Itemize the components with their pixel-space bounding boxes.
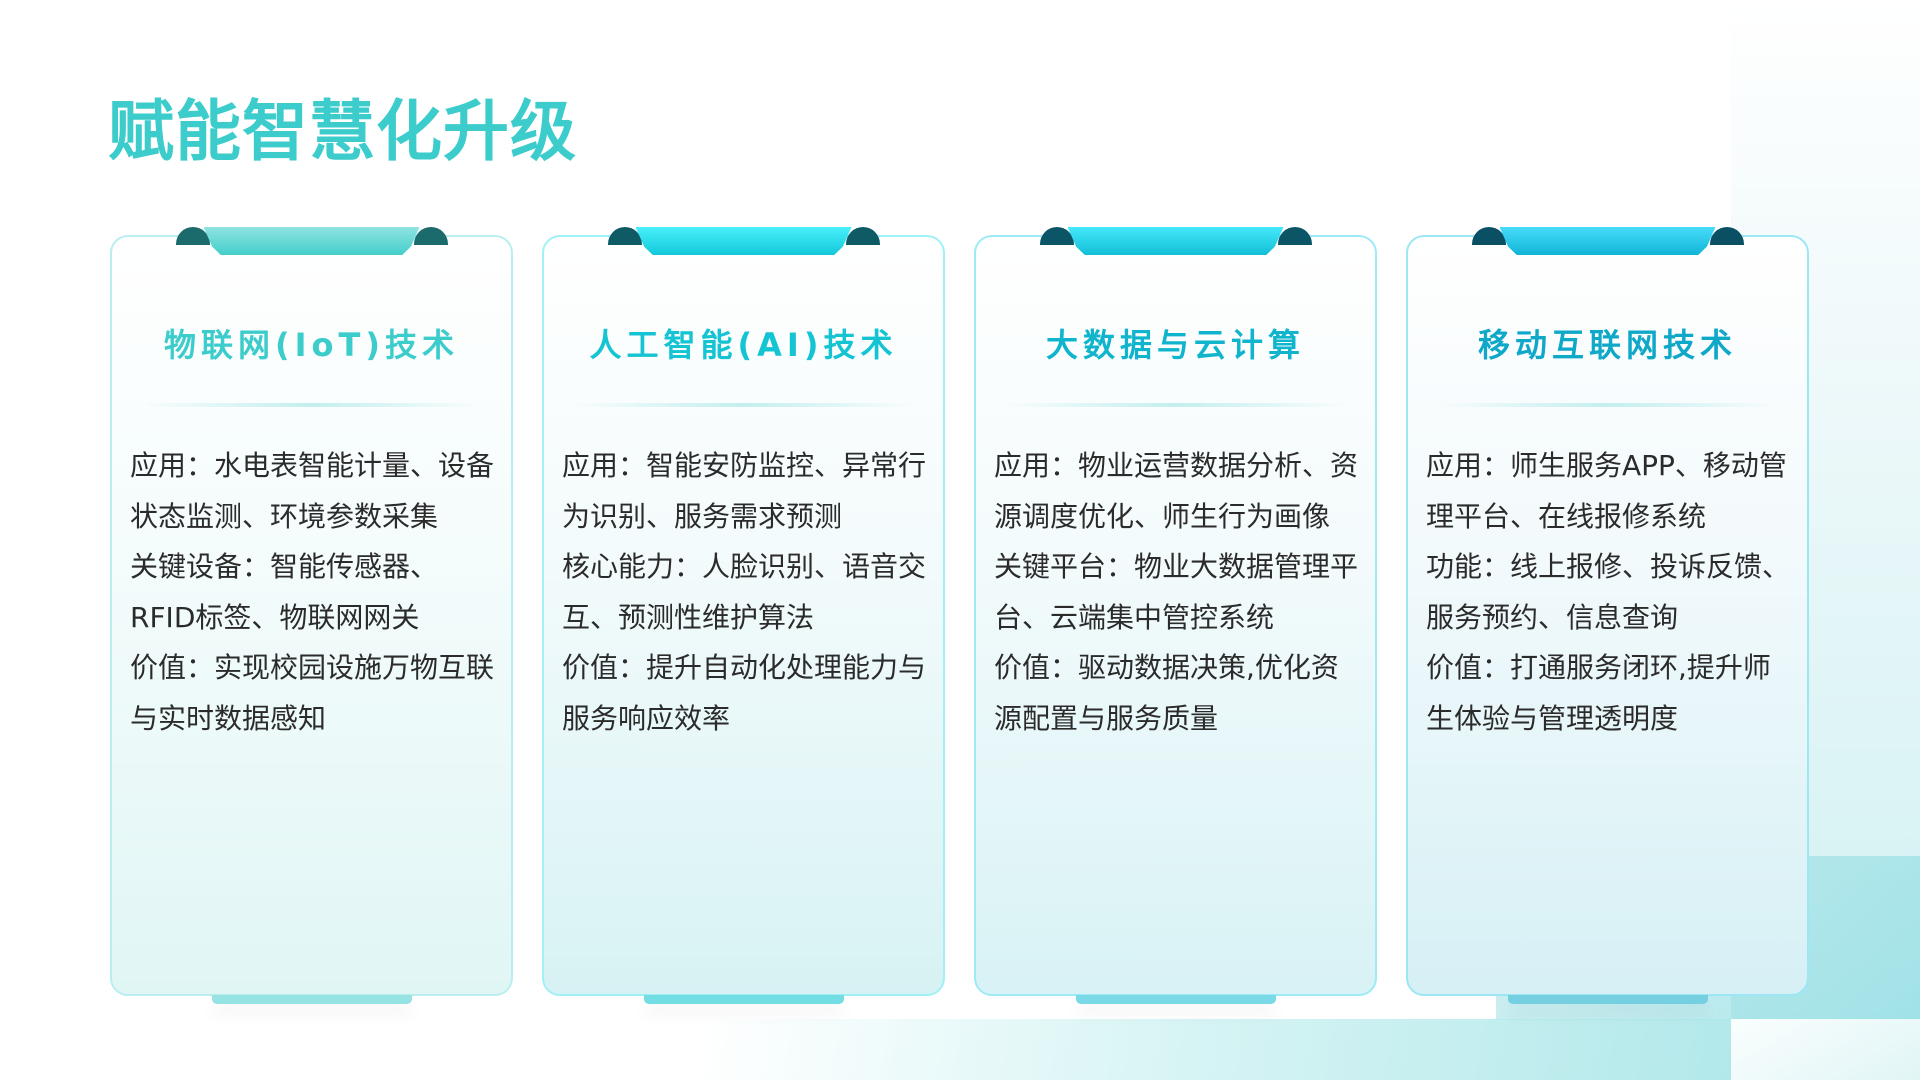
tab-knob-right (845, 227, 880, 245)
card-mobile-internet: 移动互联网技术 应用：师生服务APP、移动管理平台、在线报修系统 功能：线上报修… (1406, 227, 1809, 1004)
card-title: 移动互联网技术 (1477, 326, 1737, 364)
tab-body (635, 227, 852, 255)
card-foot-bar (643, 995, 844, 1004)
card-line-value: 价值：提升自动化处理能力与服务响应效率 (562, 651, 927, 735)
tab-knob-right (1709, 227, 1744, 245)
card-divider (1004, 403, 1347, 407)
card-tab-decoration (175, 227, 448, 257)
card-foot-bar (1075, 995, 1276, 1004)
tab-knob-left (175, 227, 210, 245)
card-title: 物联网(IoT)技术 (164, 326, 459, 364)
card-divider (572, 403, 915, 407)
card-foot-bar (211, 995, 412, 1004)
card-line-key-platform: 关键平台：物业大数据管理平台、云端集中管控系统 (994, 550, 1359, 634)
card-title: 大数据与云计算 (1045, 326, 1305, 364)
card-tab-decoration (1039, 227, 1312, 257)
card-line-value: 价值：实现校园设施万物互联与实时数据感知 (130, 651, 495, 735)
card-line-application: 应用：智能安防监控、异常行为识别、服务需求预测 (562, 449, 927, 533)
tab-body (203, 227, 420, 255)
card-title: 人工智能(AI)技术 (589, 326, 898, 364)
tab-knob-left (1471, 227, 1506, 245)
card-divider (1436, 403, 1779, 407)
card-ai: 人工智能(AI)技术 应用：智能安防监控、异常行为识别、服务需求预测 核心能力：… (542, 227, 945, 1004)
card-body: 应用：水电表智能计量、设备状态监测、环境参数采集 关键设备：智能传感器、RFID… (130, 441, 497, 744)
card-line-application: 应用：物业运营数据分析、资源调度优化、师生行为画像 (994, 449, 1359, 533)
tab-knob-right (413, 227, 448, 245)
tab-knob-right (1277, 227, 1312, 245)
card-line-value: 价值：驱动数据决策,优化资源配置与服务质量 (994, 651, 1339, 735)
card-line-application: 应用：师生服务APP、移动管理平台、在线报修系统 (1426, 449, 1787, 533)
card-line-value: 价值：打通服务闭环,提升师生体验与管理透明度 (1426, 651, 1771, 735)
tab-knob-left (607, 227, 642, 245)
card-foot-bar (1507, 995, 1708, 1004)
background-decoration-horizontal-strip (700, 1019, 1731, 1080)
card-tab-decoration (1471, 227, 1744, 257)
card-body: 应用：师生服务APP、移动管理平台、在线报修系统 功能：线上报修、投诉反馈、服务… (1426, 441, 1793, 744)
card-body: 应用：物业运营数据分析、资源调度优化、师生行为画像 关键平台：物业大数据管理平台… (994, 441, 1361, 744)
page-title: 赋能智慧化升级 (108, 93, 577, 170)
card-line-application: 应用：水电表智能计量、设备状态监测、环境参数采集 (130, 449, 495, 533)
card-line-core-capability: 核心能力：人脸识别、语音交互、预测性维护算法 (562, 550, 927, 634)
tab-body (1067, 227, 1284, 255)
background-decoration-corner (1731, 1019, 1920, 1080)
card-body: 应用：智能安防监控、异常行为识别、服务需求预测 核心能力：人脸识别、语音交互、预… (562, 441, 929, 744)
card-tab-decoration (607, 227, 880, 257)
card-line-key-devices: 关键设备：智能传感器、RFID标签、物联网网关 (130, 550, 439, 634)
tab-body (1499, 227, 1716, 255)
card-big-data-cloud: 大数据与云计算 应用：物业运营数据分析、资源调度优化、师生行为画像 关键平台：物… (974, 227, 1377, 1004)
card-line-function: 功能：线上报修、投诉反馈、服务预约、信息查询 (1426, 550, 1791, 634)
card-divider (140, 403, 483, 407)
card-iot: 物联网(IoT)技术 应用：水电表智能计量、设备状态监测、环境参数采集 关键设备… (110, 227, 513, 1004)
tab-knob-left (1039, 227, 1074, 245)
